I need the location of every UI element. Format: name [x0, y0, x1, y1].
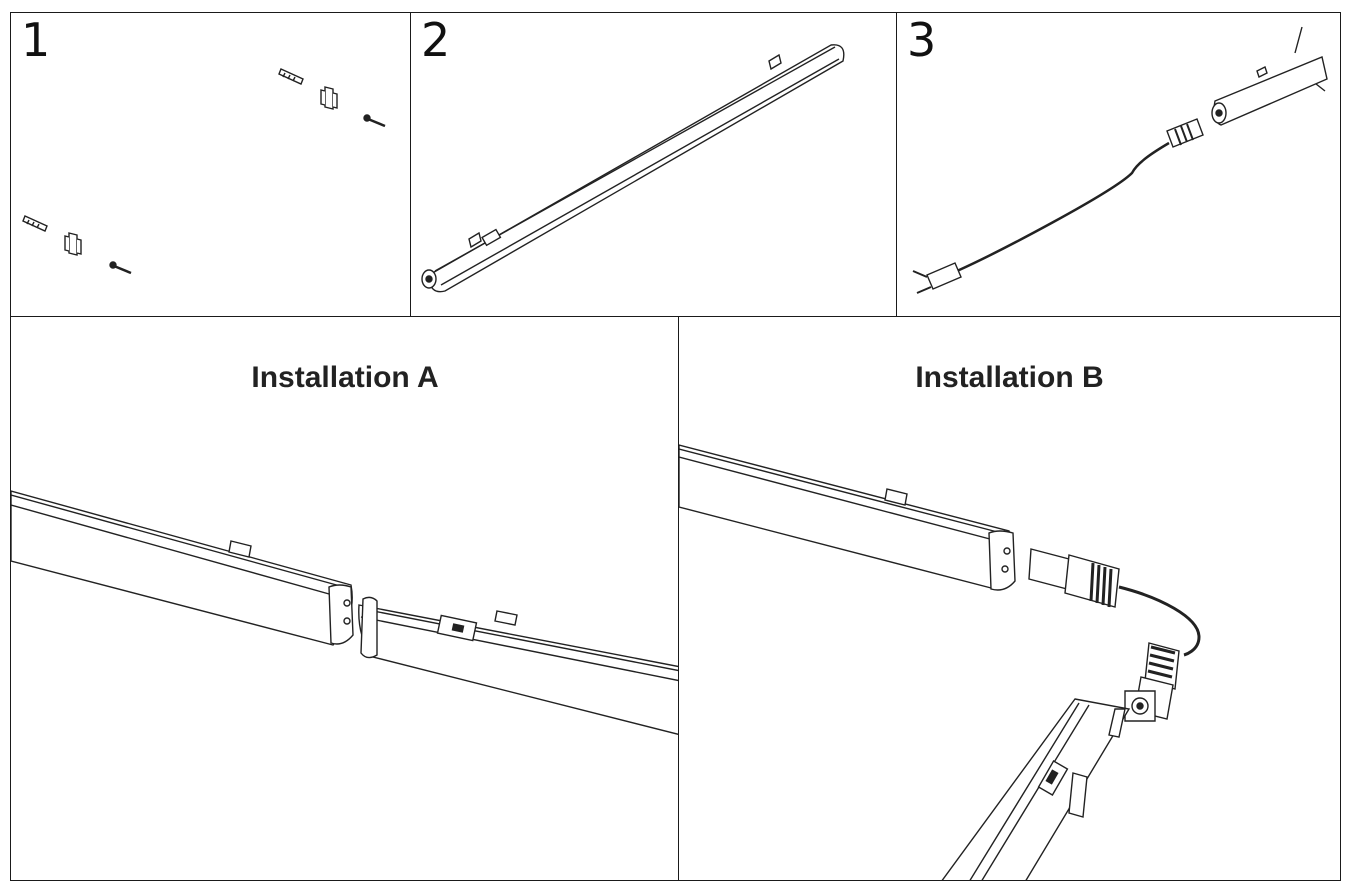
cable-connection-illustration [897, 13, 1341, 318]
hardware-set-top [279, 69, 385, 126]
hardware-set-bottom [23, 216, 131, 273]
installation-a-illustration [11, 317, 679, 881]
installation-a-title: Installation A [251, 361, 439, 394]
step-1-number: 1 [21, 13, 51, 67]
mounting-hardware-illustration [11, 13, 412, 318]
step-2-number: 2 [421, 13, 451, 67]
installation-a-panel: Installation A [10, 316, 680, 881]
screw-icon [110, 262, 131, 273]
end-cap-upper [989, 531, 1015, 590]
led-bar-illustration [411, 13, 898, 318]
led-bar-end [1214, 57, 1327, 125]
step-3-panel: 3 [896, 12, 1341, 318]
led-bar-upper [679, 445, 1011, 589]
mounting-tab-middle [469, 233, 481, 247]
mounting-tab [229, 541, 251, 557]
led-bar-body [429, 45, 844, 292]
cable-line [1119, 587, 1199, 655]
mounting-clip-icon [65, 233, 81, 255]
mounting-tab [495, 611, 517, 625]
led-bar-right [359, 605, 679, 735]
step-3-number: 3 [907, 13, 937, 67]
installation-b-illustration [679, 317, 1341, 880]
switch-icon [482, 230, 500, 246]
mains-plug-icon [927, 263, 961, 289]
end-cap-right [361, 597, 377, 657]
cable-line [957, 143, 1169, 271]
step-1-panel: 1 [10, 12, 412, 318]
installation-b-title: Installation B [915, 361, 1104, 394]
connector-plug-upper-icon [1029, 549, 1069, 589]
wall-plug-icon [23, 216, 47, 231]
led-bar-left [11, 491, 352, 645]
wall-plug-icon [279, 69, 303, 84]
step-2-panel: 2 [410, 12, 898, 318]
screw-icon [364, 115, 385, 126]
end-cap-left [329, 585, 353, 644]
mounting-tab-top [769, 55, 781, 69]
mounting-tab [885, 489, 907, 505]
connector-plug-icon [1167, 119, 1203, 147]
installation-b-panel: Installation B [678, 316, 1341, 881]
mounting-clip-icon [321, 87, 337, 109]
mounting-tab [1069, 773, 1087, 817]
led-bar-lower [941, 699, 1129, 880]
